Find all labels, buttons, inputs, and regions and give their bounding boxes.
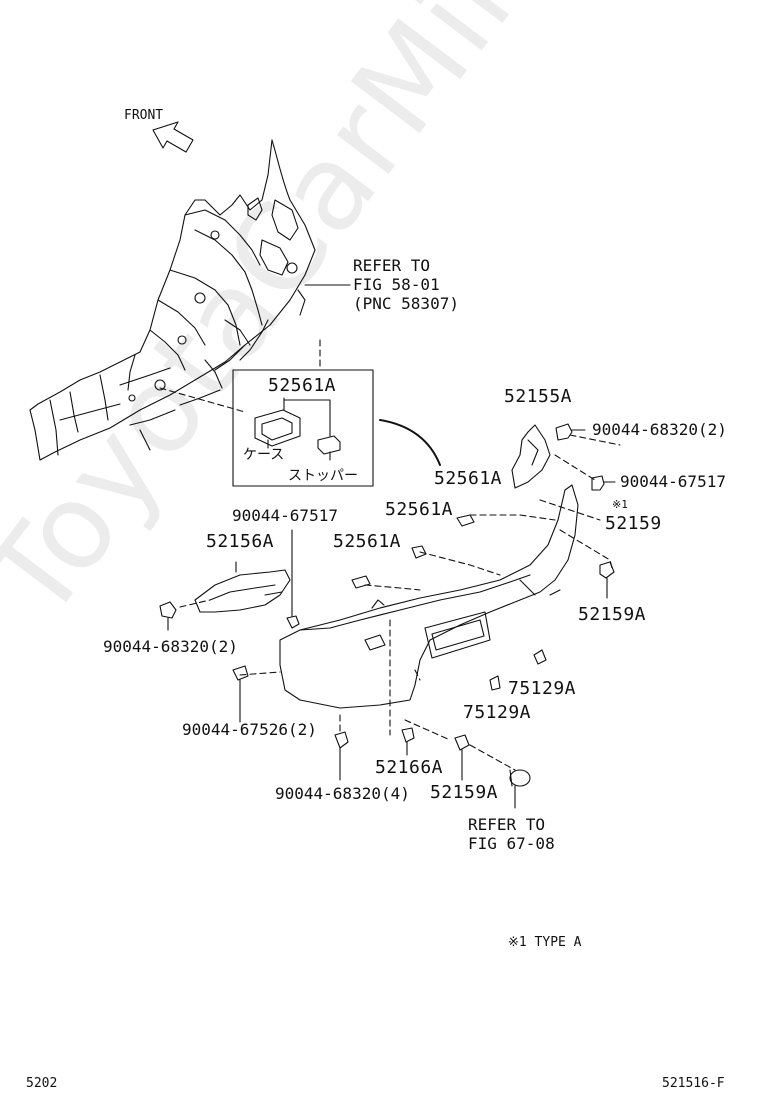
label-52159: 52159 [605,513,662,534]
label-52561A-a: 52561A [434,468,503,489]
inset-part-label: 52561A [268,375,337,396]
screw-52159A-bottom [454,734,470,781]
clip-52561A-a [456,514,475,527]
refer-body-line2: FIG 58-01 [353,275,440,294]
clip-52166A [401,727,415,756]
note-mark: ※1 [612,498,628,511]
label-75129A-b: 75129A [463,702,532,723]
label-52156A: 52156A [206,531,275,552]
inset-case-label: ケース [243,447,285,463]
label-52166A: 52166A [375,757,444,778]
front-label: FRONT [124,108,164,123]
body-panel [29,139,316,461]
footer-figure-code: 521516-F [662,1076,725,1091]
label-90044-67517-left: 90044-67517 [232,506,338,525]
type-note: ※1 TYPE A [508,935,582,950]
label-52561A-b: 52561A [385,499,454,520]
label-90044-68320-2-right: 90044-68320(2) [592,420,727,439]
clip-52561A-c [351,575,371,589]
reflector [509,769,531,809]
label-52159A-bottom: 52159A [430,782,499,803]
inset-box [232,369,374,487]
bracket-52156A [194,569,291,613]
clip-90044-68320-right [555,423,586,441]
front-arrow-icon [152,121,194,153]
label-52155A: 52155A [504,386,573,407]
label-90044-67517-right: 90044-67517 [620,472,726,491]
bumper-cover [279,484,579,709]
dashed-leaders [159,339,621,771]
label-90044-68320-2-left: 90044-68320(2) [103,637,238,656]
grommet-75129A-b [489,675,501,691]
label-75129A-a: 75129A [508,678,577,699]
label-52159A-right: 52159A [578,604,647,625]
pointer-arc [379,419,441,466]
clip-52561A-b [411,545,427,559]
clip-90044-67517-left [286,529,300,629]
refer-body-line3: (PNC 58307) [353,294,459,313]
screw-52159A-right [599,561,615,599]
bracket-52155A [511,424,551,489]
refer-body-line1: REFER TO [353,256,431,275]
clip-90044-68320-bottom [334,731,349,781]
label-52561A-c: 52561A [333,531,402,552]
clip-90044-67517-right [591,475,616,491]
grommet-75129A-a [533,649,547,665]
inset-stopper-label: ストッパー [288,468,358,484]
clip-90044-67526 [232,665,249,723]
refer-lamp-line2: FIG 67-08 [468,834,555,853]
footer-page-code: 5202 [26,1076,58,1091]
refer-lamp-line1: REFER TO [468,815,546,834]
label-90044-67526-2: 90044-67526(2) [182,720,317,739]
label-90044-68320-4: 90044-68320(4) [275,784,410,803]
clip-90044-68320-left [159,601,177,631]
